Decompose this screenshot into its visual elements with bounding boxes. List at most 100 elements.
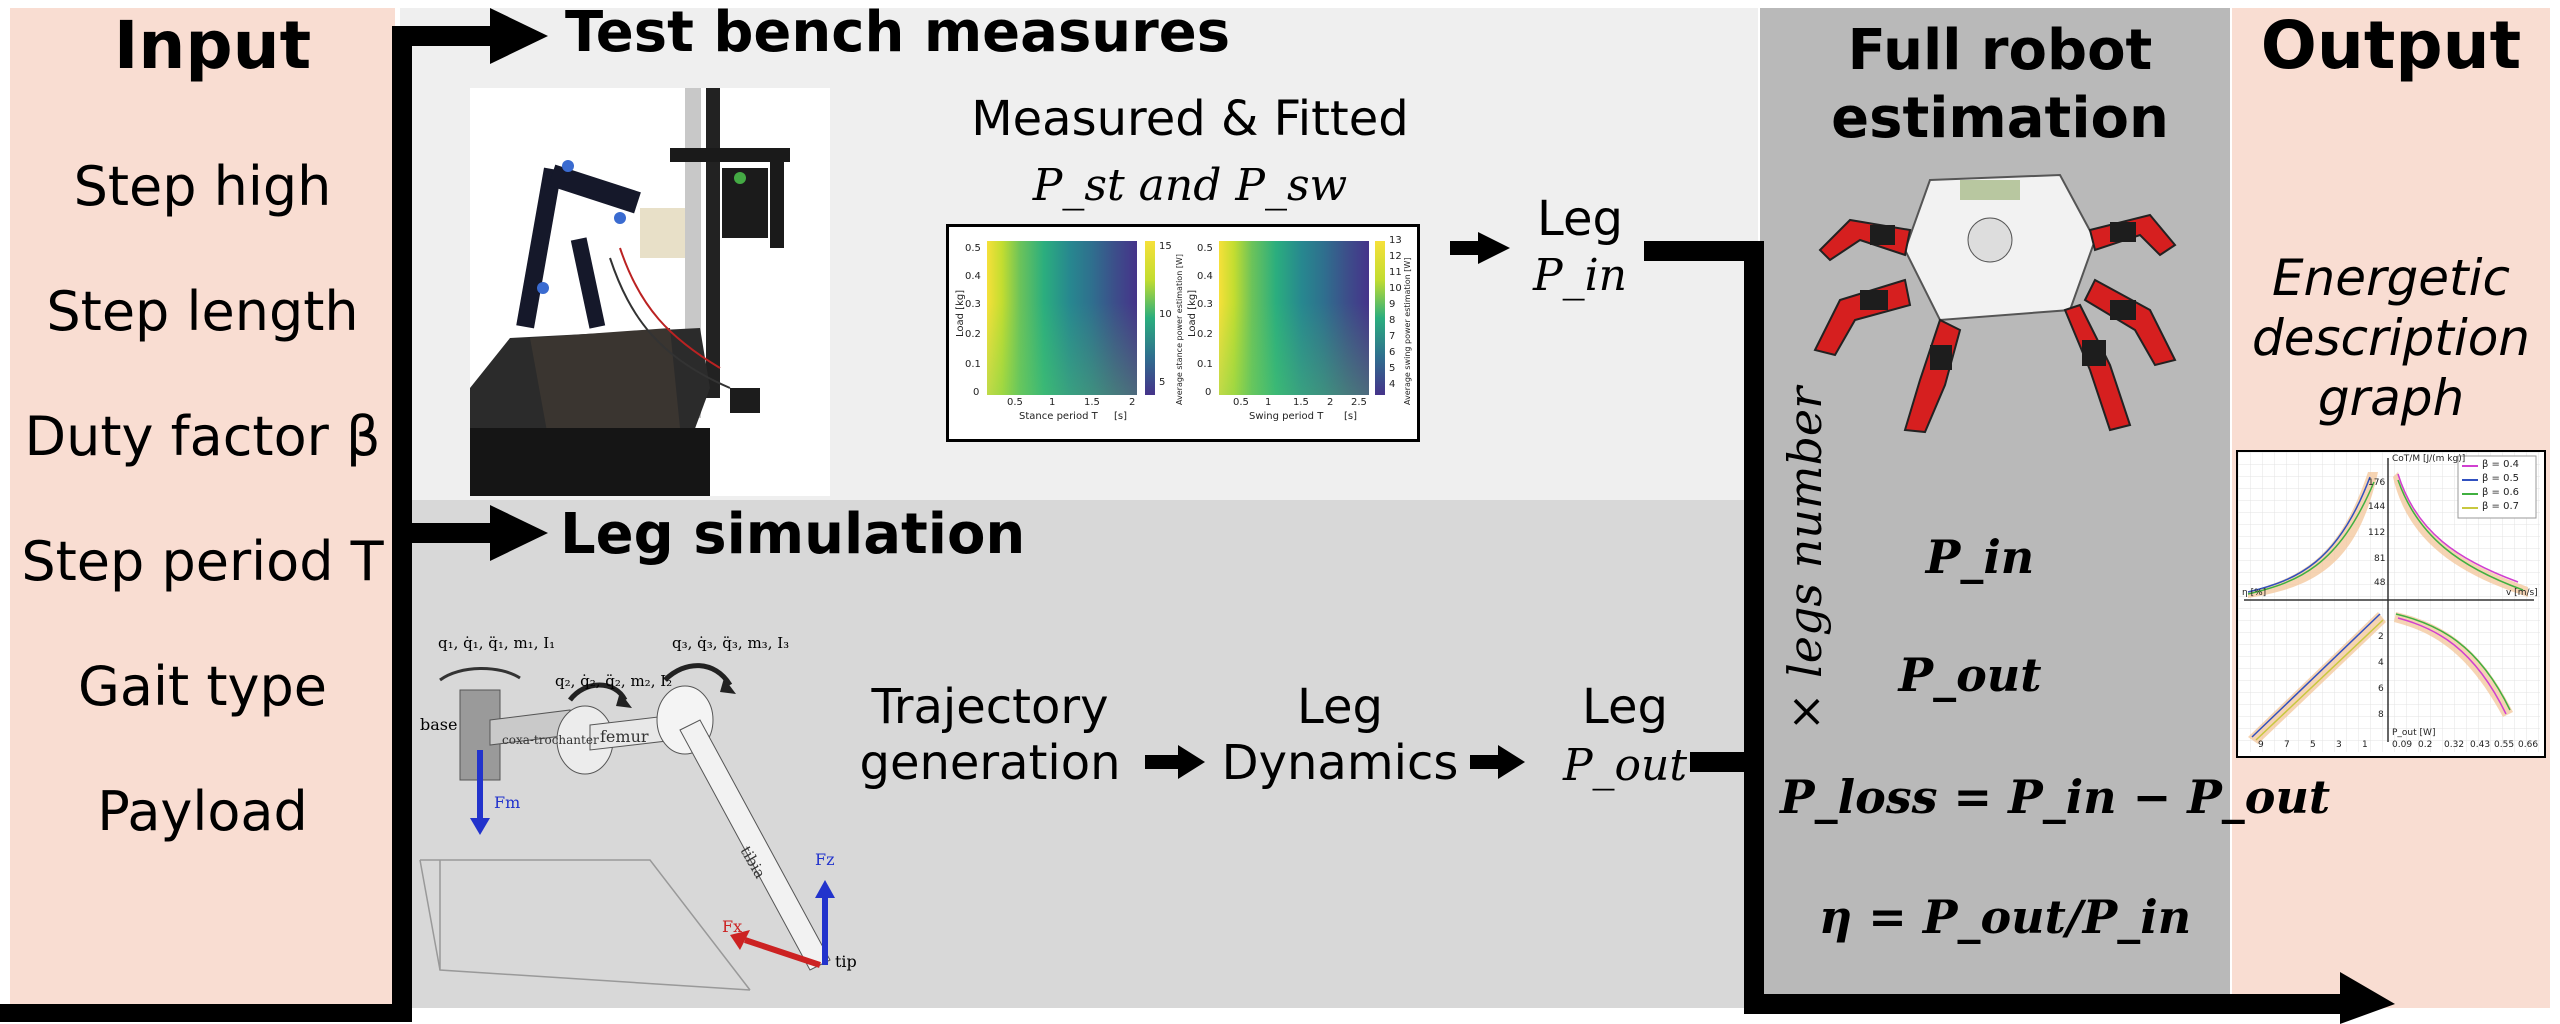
dynamics-line2: Dynamics [1221, 735, 1459, 791]
q2-label: q₂, q̇₂, q̈₂, m₂, I₂ [555, 672, 672, 690]
heatmap2-xtick: 1.5 [1293, 397, 1309, 408]
leg-pout-symbol: P_out [1562, 740, 1688, 791]
graph-ytick-top: 48 [2374, 578, 2386, 588]
graph-pout-label: P_out [W] [2392, 728, 2436, 738]
leg-simulation-panel [400, 500, 1758, 1008]
heatmap1-ctick: 5 [1159, 377, 1166, 388]
trajectory-line1: Trajectory [871, 679, 1109, 735]
eq-eta: η = P_out/P_in [1818, 890, 2192, 944]
heatmap1-ytick: 0.5 [965, 243, 981, 254]
graph-ytick-bottom: 4 [2378, 658, 2384, 668]
dynamics-line1: Leg [1297, 679, 1383, 735]
heatmap2-ctick: 8 [1389, 315, 1396, 326]
test-bench-photo [470, 88, 830, 496]
graph-ytick-bottom: 6 [2378, 684, 2384, 694]
heatmap2-ytick: 0.5 [1197, 243, 1213, 254]
graph-xtick-left: 7 [2284, 740, 2290, 750]
graph-ytick-top: 176 [2368, 478, 2386, 488]
graph-v-label: v [m/s] [2506, 588, 2538, 598]
graph-ytick-top: 81 [2374, 554, 2386, 564]
heatmap2-ctick: 12 [1389, 251, 1402, 262]
full-robot-panel [1760, 8, 2230, 1008]
eq-pout: P_out [1898, 648, 2042, 702]
heatmap1-xtick: 1.5 [1084, 397, 1100, 408]
heatmap2-ctick: 6 [1389, 347, 1396, 358]
graph-xtick-right: 0.55 [2494, 740, 2515, 750]
heatmap2-ytick: 0.3 [1197, 299, 1213, 310]
heatmap1-xtick: 1 [1049, 397, 1056, 408]
graph-xtick-left: 1 [2362, 740, 2368, 750]
heatmap1-ctick: 15 [1159, 241, 1172, 252]
heatmap2-ytick: 0.4 [1197, 271, 1213, 282]
heatmap2-colorbar [1375, 241, 1385, 395]
graph-xtick-right: 0.66 [2518, 740, 2539, 750]
graph-ytick-bottom: 8 [2378, 710, 2384, 720]
heatmap2-xlabel: Swing period T [1249, 411, 1324, 422]
input-step-length: Step length [46, 280, 359, 343]
heatmap1-cbar-label: Average stance power estimation [W] [1175, 254, 1184, 405]
heatmap1-xunit: [s] [1114, 411, 1128, 422]
output-desc-line2: description [2251, 309, 2530, 367]
fm-label: Fm [494, 793, 520, 812]
coxa-label: coxa-trochanter [502, 733, 599, 747]
heatmap1-xtick: 0.5 [1007, 397, 1023, 408]
heatmap2-ytick: 0.1 [1197, 359, 1213, 370]
leg-pin-label: Leg [1537, 191, 1623, 247]
heatmap2-xtick: 2 [1327, 397, 1334, 408]
output-title: Output [2260, 7, 2522, 84]
heatmap2-cbar-label: Average swing power estimation [W] [1403, 257, 1412, 405]
eq-ploss: P_loss = P_in − P_out [1780, 770, 2331, 824]
graph-xtick-left: 3 [2336, 740, 2342, 750]
measured-fitted-label: Measured & Fitted [971, 91, 1409, 147]
leg-simulation-title: Leg simulation [560, 502, 1026, 567]
graph-xtick-left: 5 [2310, 740, 2316, 750]
heatmap2-ctick: 10 [1389, 283, 1402, 294]
heatmap2-ytick: 0.2 [1197, 329, 1213, 340]
input-panel [10, 8, 395, 1008]
graph-xtick-right: 0.09 [2392, 740, 2413, 750]
heatmap1-xtick: 2 [1129, 397, 1136, 408]
input-gait-type: Gait type [78, 655, 327, 718]
heatmap2-ctick: 9 [1389, 299, 1396, 310]
heatmap1-ytick: 0.2 [965, 329, 981, 340]
legend-beta-05: β = 0.5 [2482, 473, 2520, 484]
heatmap2-ctick: 13 [1389, 235, 1402, 246]
leg-pin-symbol: P_in [1532, 250, 1627, 301]
full-robot-title-line2: estimation [1831, 86, 2169, 151]
eq-pin: P_in [1925, 530, 2035, 584]
arrow-dynamics-to-leg-pout [1498, 745, 1525, 779]
full-robot-title-line1: Full robot [1847, 18, 2153, 83]
heatmap2-ctick: 4 [1389, 379, 1396, 390]
heatmap2-ctick: 7 [1389, 331, 1396, 342]
leg-kinematic-diagram: q₁, q̇₁, q̈₁, m₁, I₁ q₂, q̇₂, q̈₂, m₂, I… [419, 634, 857, 991]
arrow-to-test-bench [490, 8, 548, 64]
q3-label: q₃, q̇₃, q̈₃, m₃, I₃ [672, 634, 789, 652]
input-duty-factor: Duty factor β [24, 405, 381, 468]
output-desc-line3: graph [2317, 369, 2465, 427]
arrow-trajectory-to-dynamics [1178, 745, 1205, 779]
heatmap1-ytick: 0.1 [965, 359, 981, 370]
graph-cot-label: CoT/M [J/(m kg)] [2392, 454, 2466, 464]
heatmap2-ctick: 5 [1389, 363, 1396, 374]
graph-xtick-right: 0.43 [2470, 740, 2491, 750]
fx-label: Fx [722, 917, 742, 936]
q1-label: q₁, q̇₁, q̈₁, m₁, I₁ [438, 634, 555, 652]
fz-label: Fz [815, 850, 835, 869]
heatmap1-plot [987, 241, 1137, 395]
heatmap1-ytick: 0 [973, 387, 980, 398]
leg-pout-label: Leg [1582, 679, 1668, 735]
graph-eta-label: η [%] [2242, 588, 2267, 598]
graph-xtick-right: 0.2 [2418, 740, 2433, 750]
legend-beta-07: β = 0.7 [2482, 501, 2520, 512]
heatmap2-plot [1219, 241, 1369, 395]
legend-beta-06: β = 0.6 [2482, 487, 2520, 498]
arrow-to-output [2340, 972, 2395, 1024]
heatmap1-ytick: 0.3 [965, 299, 981, 310]
heatmap2-xtick: 1 [1265, 397, 1272, 408]
input-title: Input [113, 7, 312, 84]
output-desc-line1: Energetic [2271, 249, 2511, 307]
graph-xtick-left: 9 [2258, 740, 2264, 750]
heatmap2-ytick: 0 [1205, 387, 1212, 398]
graph-ytick-bottom: 2 [2378, 632, 2384, 642]
